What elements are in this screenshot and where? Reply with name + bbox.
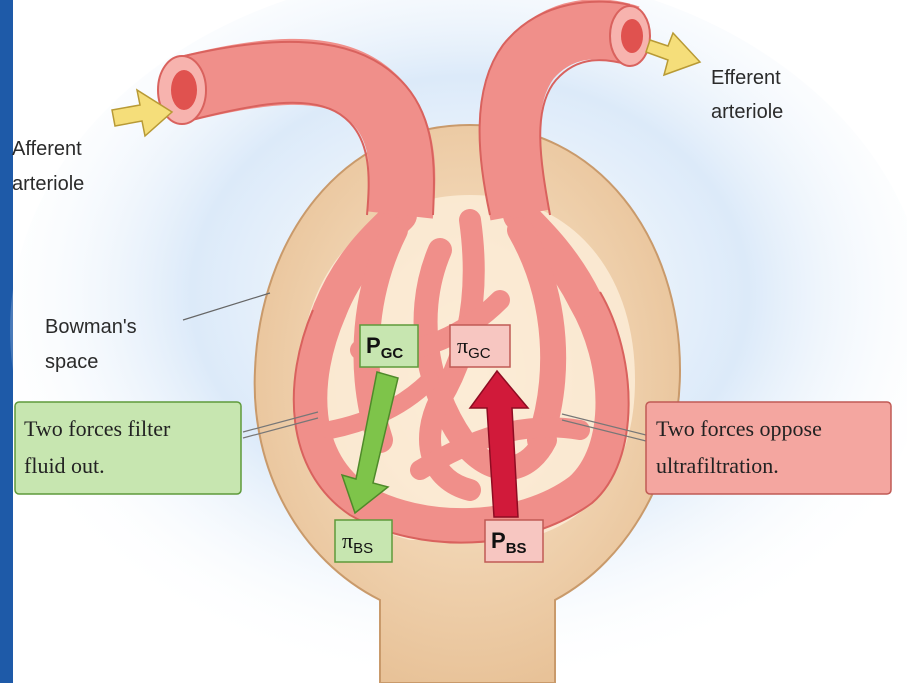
afferent-label-line1: Afferent [12, 138, 82, 160]
pi-gc-symbol: π [457, 333, 468, 358]
bowman-label-line1: Bowman's [45, 316, 137, 338]
filter-callout: Two forces filter fluid out. [15, 402, 241, 494]
pi-bs-symbol: π [342, 528, 353, 553]
p-gc-symbol: P [366, 333, 381, 358]
filter-callout-line2: fluid out. [24, 453, 105, 478]
oppose-callout-line2: ultrafiltration. [656, 453, 779, 478]
pi-gc-subscript: GC [468, 345, 491, 362]
afferent-label-line2: arteriole [12, 173, 84, 195]
pi-bs-subscript: BS [353, 540, 373, 557]
oppose-callout-line1: Two forces oppose [656, 416, 822, 441]
oppose-callout: Two forces oppose ultrafiltration. [646, 402, 891, 494]
p-gc-box: PGC [360, 325, 418, 367]
p-bs-subscript: BS [506, 540, 527, 557]
efferent-label-line1: Efferent [711, 67, 781, 89]
pi-bs-box: πBS [335, 520, 392, 562]
p-bs-symbol: P [491, 528, 506, 553]
bowman-label-line2: space [45, 351, 98, 373]
p-gc-subscript: GC [381, 345, 404, 362]
p-bs-box: PBS [485, 520, 543, 562]
pi-gc-box: πGC [450, 325, 510, 367]
efferent-label-line2: arteriole [711, 101, 783, 123]
filter-callout-line1: Two forces filter [24, 416, 171, 441]
